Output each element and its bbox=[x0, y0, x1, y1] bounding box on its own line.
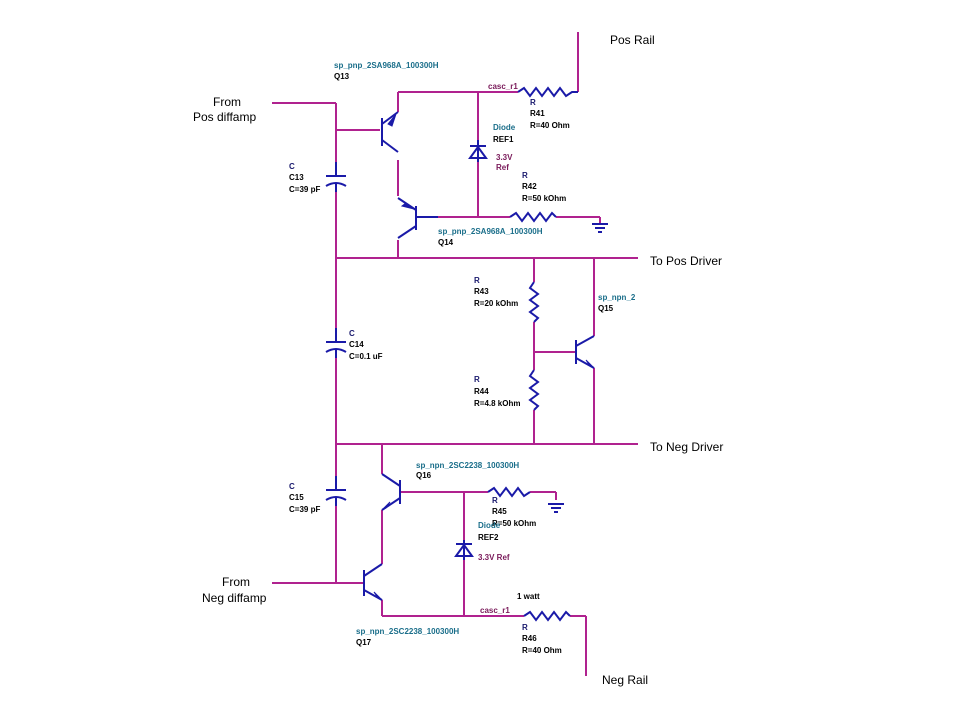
r45-type: R bbox=[492, 496, 498, 505]
ref1-diode[interactable] bbox=[468, 140, 488, 162]
r42-value: R=50 kOhm bbox=[522, 194, 566, 203]
q17-transistor[interactable] bbox=[363, 563, 383, 601]
c14-capacitor[interactable] bbox=[325, 328, 347, 358]
r44-value: R=4.8 kOhm bbox=[474, 399, 520, 408]
q15-ref: Q15 bbox=[598, 304, 614, 313]
c14-ref: C14 bbox=[349, 340, 364, 349]
q13-transistor[interactable] bbox=[381, 111, 399, 153]
q13-ref: Q13 bbox=[334, 72, 350, 81]
q13-model: sp_pnp_2SA968A_100300H bbox=[334, 61, 439, 70]
c13-type: C bbox=[289, 162, 295, 171]
c13-capacitor[interactable] bbox=[325, 162, 347, 192]
c15-value: C=39 pF bbox=[289, 505, 320, 514]
c13-ref: C13 bbox=[289, 173, 304, 182]
r41-type: R bbox=[530, 98, 536, 107]
q16-transistor[interactable] bbox=[381, 473, 401, 511]
r45-ref: R45 bbox=[492, 507, 507, 516]
from-neg-label-1: From bbox=[222, 575, 250, 589]
to-pos-driver-label: To Pos Driver bbox=[650, 254, 722, 268]
to-neg-driver-label: To Neg Driver bbox=[650, 440, 723, 454]
from-neg-label-2: Neg diffamp bbox=[202, 591, 267, 605]
r41-value: R=40 Ohm bbox=[530, 121, 570, 130]
ground-symbol-bottom bbox=[548, 503, 564, 513]
from-pos-label-1: From bbox=[213, 95, 241, 109]
r43-resistor[interactable] bbox=[528, 281, 540, 323]
r43-type: R bbox=[474, 276, 480, 285]
r41-net: casc_r1 bbox=[488, 82, 518, 91]
neg-rail-label: Neg Rail bbox=[602, 673, 648, 687]
c15-ref: C15 bbox=[289, 493, 304, 502]
from-pos-label-2: Pos diffamp bbox=[193, 110, 256, 124]
r46-ref: R46 bbox=[522, 634, 537, 643]
r46-resistor[interactable] bbox=[523, 610, 571, 622]
r45-value: R=50 kOhm bbox=[492, 519, 536, 528]
q16-model: sp_npn_2SC2238_100300H bbox=[416, 461, 519, 470]
r41-ref: R41 bbox=[530, 109, 545, 118]
q15-transistor[interactable] bbox=[575, 335, 595, 369]
ref1-value-2: Ref bbox=[496, 163, 509, 172]
r43-ref: R43 bbox=[474, 287, 489, 296]
q14-model: sp_pnp_2SA968A_100300H bbox=[438, 227, 543, 236]
q17-model: sp_npn_2SC2238_100300H bbox=[356, 627, 459, 636]
c15-type: C bbox=[289, 482, 295, 491]
r42-ref: R42 bbox=[522, 182, 537, 191]
r41-resistor[interactable] bbox=[517, 86, 578, 98]
ref1-ref: REF1 bbox=[493, 135, 514, 144]
r46-net: casc_r1 bbox=[480, 606, 510, 615]
r44-ref: R44 bbox=[474, 387, 489, 396]
r44-resistor[interactable] bbox=[528, 369, 540, 411]
r46-type: R bbox=[522, 623, 528, 632]
r46-power: 1 watt bbox=[517, 592, 540, 601]
ref2-ref: REF2 bbox=[478, 533, 499, 542]
r46-value: R=40 Ohm bbox=[522, 646, 562, 655]
r42-type: R bbox=[522, 171, 528, 180]
ground-symbol-top bbox=[592, 223, 608, 233]
ref2-diode[interactable] bbox=[454, 540, 474, 560]
q14-transistor[interactable] bbox=[397, 197, 438, 239]
c14-value: C=0.1 uF bbox=[349, 352, 383, 361]
q14-ref: Q14 bbox=[438, 238, 454, 247]
wires bbox=[272, 32, 638, 676]
c13-value: C=39 pF bbox=[289, 185, 320, 194]
c14-type: C bbox=[349, 329, 355, 338]
ref1-value-1: 3.3V bbox=[496, 153, 513, 162]
r43-value: R=20 kOhm bbox=[474, 299, 518, 308]
ref1-type: Diode bbox=[493, 123, 516, 132]
r44-type: R bbox=[474, 375, 480, 384]
c15-capacitor[interactable] bbox=[325, 476, 347, 506]
pos-rail-label: Pos Rail bbox=[610, 33, 655, 47]
r45-resistor[interactable] bbox=[487, 486, 531, 498]
ref2-value: 3.3V Ref bbox=[478, 553, 510, 562]
q16-ref: Q16 bbox=[416, 471, 432, 480]
q17-ref: Q17 bbox=[356, 638, 372, 647]
ref2-type: Diode bbox=[478, 521, 501, 530]
r42-resistor[interactable] bbox=[509, 211, 557, 223]
q15-model: sp_npn_2 bbox=[598, 293, 636, 302]
